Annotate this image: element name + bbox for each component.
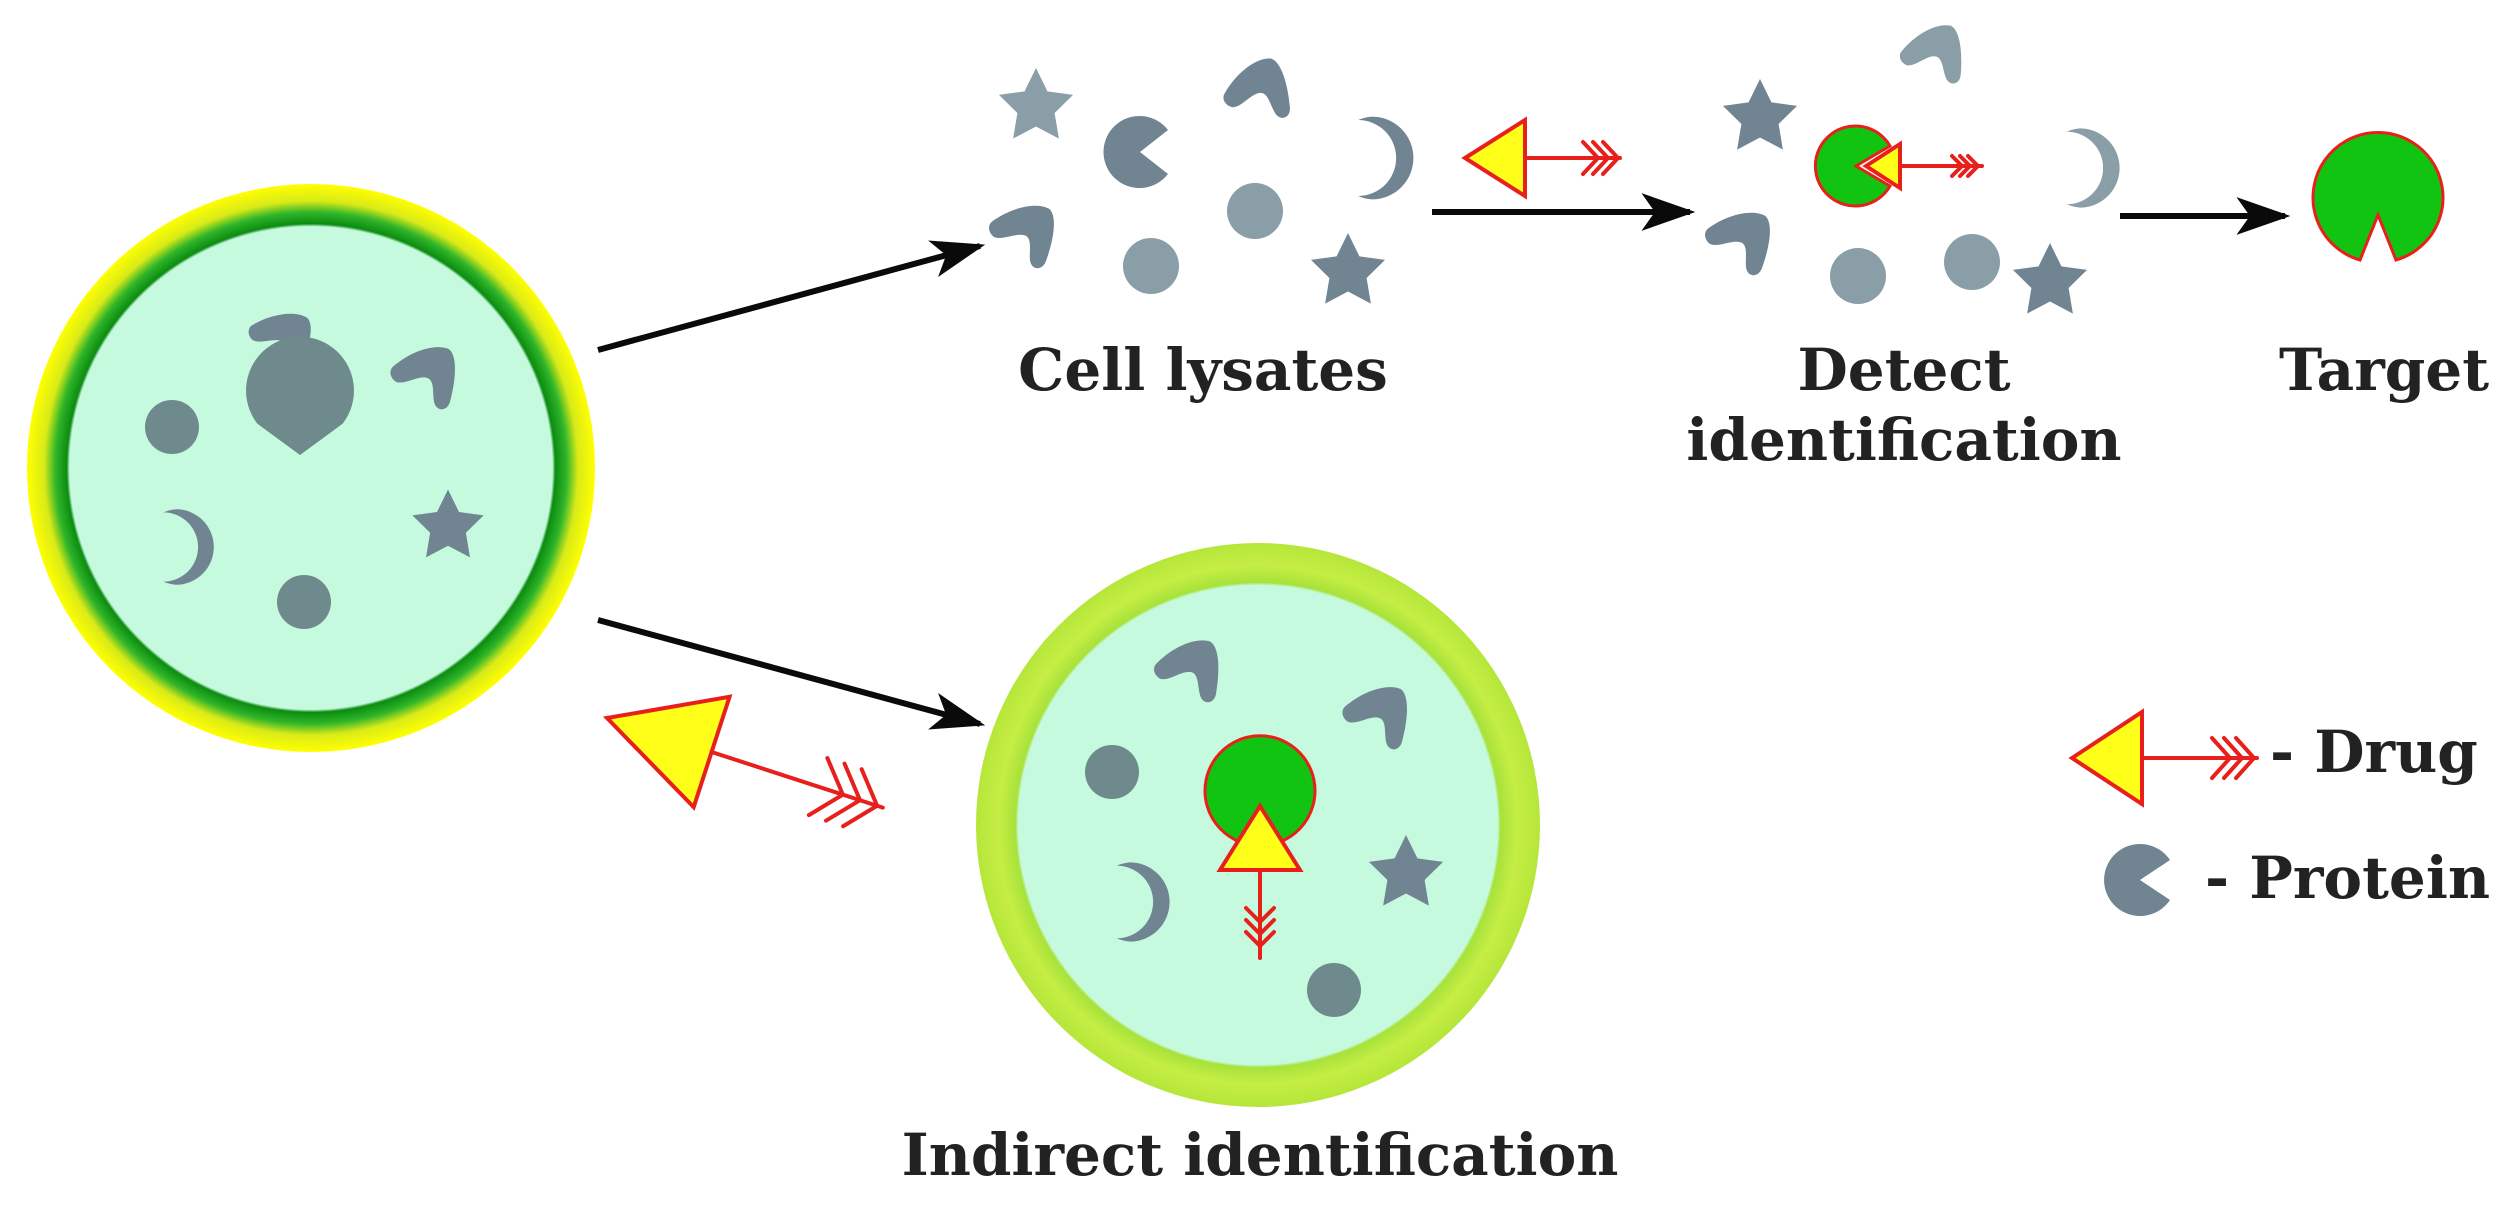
crescent-shape-icon: [2066, 128, 2120, 208]
legend-protein-label: - Protein: [2205, 844, 2490, 912]
target-protein-icon: [2311, 131, 2445, 262]
arrow-to-lysates: [597, 240, 986, 353]
circle-shape-icon: [145, 400, 199, 454]
indirect-cell: [976, 543, 1540, 1107]
legend: - Drug - Protein: [2068, 708, 2490, 916]
star-shape-icon: [1310, 233, 1386, 304]
boomerang-shape-icon: [985, 200, 1066, 279]
protein-pacman-icon: [1103, 116, 1168, 188]
target-label: Target: [2279, 336, 2489, 404]
cell-lysates-proteins: [985, 50, 1414, 304]
cell-lysates-label: Cell lysates: [1018, 336, 1388, 404]
star-shape-icon: [2012, 243, 2088, 314]
drug-icon: [602, 694, 885, 829]
drug-bound-protein-icon: [1203, 734, 1317, 960]
circle-shape-icon: [1227, 183, 1283, 239]
boomerang-shape-icon: [1894, 17, 1979, 102]
cell-proteins: [145, 309, 484, 629]
boomerang-shape-icon: [1216, 50, 1308, 142]
protein-pacman-icon: [246, 336, 354, 455]
circle-shape-icon: [1307, 963, 1361, 1017]
boomerang-shape-icon: [1701, 207, 1782, 286]
drug-icon: [1461, 116, 1622, 200]
circle-shape-icon: [1830, 248, 1886, 304]
legend-drug-icon: [2068, 708, 2259, 808]
circle-shape-icon: [1123, 238, 1179, 294]
detect-proteins: [1701, 17, 2120, 314]
circle-shape-icon: [277, 575, 331, 629]
drug-bound-protein-icon: [1813, 124, 1984, 208]
star-shape-icon: [1722, 79, 1798, 150]
detect-label-line2: identification: [1686, 406, 2121, 474]
intact-cell: [27, 184, 595, 752]
legend-drug-label: - Drug: [2270, 718, 2478, 786]
arrow-to-indirect: [597, 617, 986, 730]
cell-membrane: [27, 184, 595, 752]
circle-shape-icon: [1085, 745, 1139, 799]
indirect-label: Indirect identification: [902, 1121, 1619, 1189]
crescent-shape-icon: [1358, 116, 1414, 200]
circle-shape-icon: [1944, 234, 2000, 290]
legend-protein-icon: [2104, 844, 2170, 916]
detect-label-line1: Detect: [1798, 336, 2011, 404]
star-shape-icon: [998, 68, 1074, 139]
